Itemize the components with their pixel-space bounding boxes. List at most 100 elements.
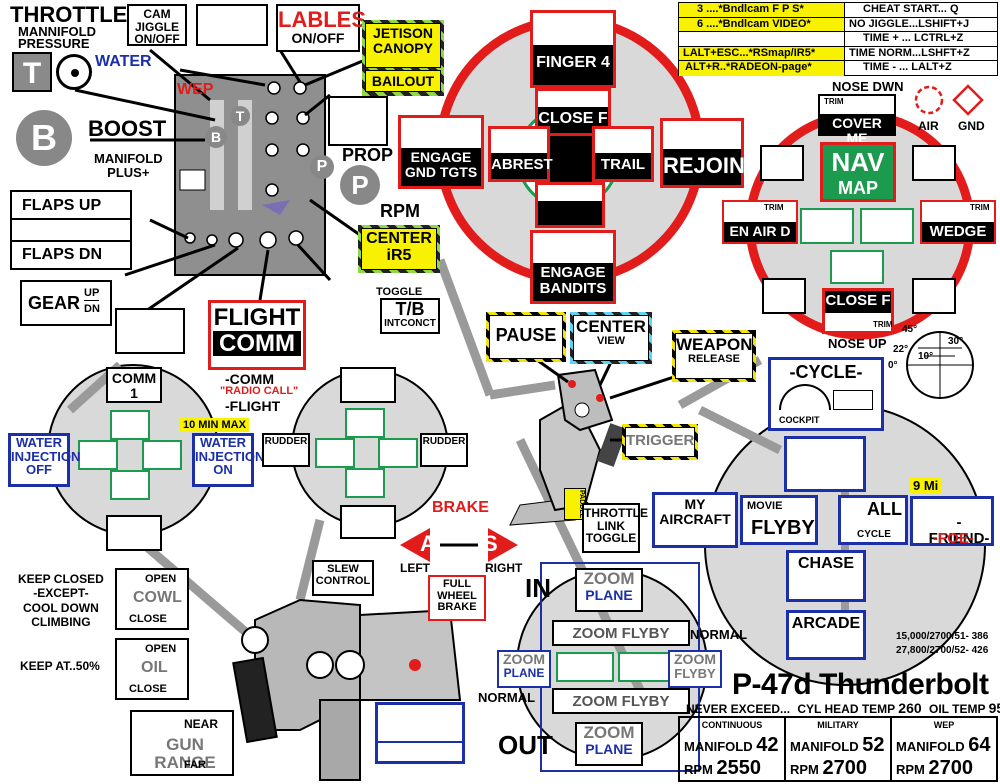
slew-control-box[interactable]: SLEW CONTROL	[312, 560, 374, 596]
comm-hat-down-label[interactable]	[106, 515, 162, 551]
cowl-box[interactable]: OPEN COWL CLOSE	[115, 568, 189, 630]
zoom-out-label: OUT	[498, 730, 553, 760]
zoom-green-left[interactable]	[556, 652, 614, 682]
zoom-plane-left-box[interactable]: ZOOM PLANE	[497, 650, 551, 688]
blank-box-1[interactable]	[196, 4, 268, 46]
radial-down-box[interactable]	[535, 182, 605, 228]
cycle-box[interactable]: -CYCLE- COCKPIT	[768, 357, 884, 431]
toggle-tb-box[interactable]: T/B INTCONCT	[380, 298, 440, 334]
cheat-row-2-right: NO JIGGLE...LSHIFT+J	[849, 17, 970, 30]
oil-box[interactable]: OPEN OIL CLOSE	[115, 638, 189, 700]
zoom-out-zoom: ZOOM	[583, 723, 635, 742]
comm-hat-up[interactable]	[110, 410, 150, 440]
cheat-row-1-right: CHEAT START... Q	[863, 3, 959, 15]
flight-comm-box[interactable]: FLIGHT COMM	[208, 300, 306, 370]
deg-10: 10°	[918, 351, 934, 362]
toggle-label: TOGGLE	[376, 286, 423, 298]
cheat-row-4-left: LALT+ESC...*RSmap/IR5*	[679, 46, 845, 61]
cover-me-box[interactable]: TRIM COVER ME	[818, 94, 896, 145]
oil-close: CLOSE	[129, 683, 167, 695]
cheat-row-4-right: TIME NORM...LSHFT+Z	[849, 46, 970, 59]
cockpit-icon	[779, 384, 831, 410]
spec-note-2: 27,800/2700/52- 426	[896, 645, 989, 656]
gun-range-box[interactable]: NEAR GUN RANGE FAR	[130, 710, 234, 776]
comm-hat-left[interactable]	[78, 440, 118, 470]
throttle-t-knob: T	[230, 106, 250, 126]
blank-box-2[interactable]	[328, 96, 388, 146]
my-aircraft-box[interactable]: MY AIRCRAFT	[652, 492, 738, 548]
comm-note-2: "RADIO CALL"	[220, 385, 299, 397]
movie-flyby-box[interactable]: MOVIE FLYBY	[740, 495, 818, 545]
nav-map-box[interactable]: NAV MAP	[820, 142, 896, 202]
wep-rpm-value: 2700	[928, 757, 974, 779]
cowl-open: OPEN	[145, 573, 177, 585]
zoom-flyby-right-box[interactable]: ZOOM FLYBY	[668, 650, 722, 688]
blank-box-3[interactable]	[115, 308, 185, 354]
rudder-hat-down-label[interactable]	[340, 505, 396, 539]
zoom-flyby-in-box[interactable]: ZOOM FLYBY	[552, 620, 690, 646]
flaps-dn[interactable]: FLAPS DN	[22, 246, 102, 263]
lables-box[interactable]: LABLES ON/OFF	[276, 4, 366, 52]
wedge-box[interactable]: TRIM WEDGE	[920, 200, 996, 244]
trim-green-left[interactable]	[800, 208, 854, 244]
comm1-box[interactable]: COMM 1	[106, 367, 162, 403]
close-f-trim-box[interactable]: CLOSE F TRIM	[822, 288, 894, 334]
gear-box[interactable]: GEAR UP DN	[20, 280, 112, 326]
flaps-up[interactable]: FLAPS UP	[12, 192, 130, 220]
full-wheel-brake-box[interactable]: FULL WHEEL BRAKE	[428, 575, 486, 621]
trim-down-left-box[interactable]	[762, 278, 806, 314]
center-ir5-box[interactable]: CENTER iR5	[358, 225, 440, 273]
rudder-right-box[interactable]: RUDDER	[420, 433, 468, 467]
flaps-box[interactable]: FLAPS UP FLAPS DN	[10, 190, 132, 270]
water-on-box[interactable]: WATER INJECTION ON	[192, 433, 264, 487]
engage-bandits-box[interactable]: ENGAGE BANDITS	[530, 230, 616, 304]
rudder-hat-up[interactable]	[345, 408, 385, 438]
trigger-box[interactable]: TRIGGER	[622, 424, 698, 460]
abrest-label: ABREST	[491, 153, 553, 179]
nose-dwn-label: NOSE DWN	[832, 79, 904, 94]
all-cycle-box[interactable]: ALL CYCLE	[838, 495, 908, 545]
view-hat-up[interactable]	[784, 436, 866, 492]
zoom-in-box[interactable]: ZOOM PLANE	[575, 568, 643, 612]
water-off-label: WATER INJECTION OFF	[11, 435, 81, 478]
pedal-box[interactable]	[375, 702, 465, 764]
friend-foe-box[interactable]: -FRIEND- -FOE-	[910, 496, 994, 546]
rudder-hat-up-label[interactable]	[340, 367, 396, 403]
jetison-canopy-box[interactable]: JETISON CANOPY BAILOUT	[362, 20, 444, 96]
trim-down-right-box[interactable]	[912, 278, 956, 314]
zoom-flyby-out-box[interactable]: ZOOM FLYBY	[552, 688, 690, 714]
throttle-link-box[interactable]: THROTTLE LINK TOGGLE	[582, 503, 648, 553]
trim-up-right-box[interactable]	[912, 145, 956, 181]
brake-a: A	[420, 531, 436, 556]
rpm-label: RPM	[380, 201, 420, 221]
rudder-left-box[interactable]: RUDDER	[262, 433, 310, 467]
trail-box[interactable]: TRAIL	[592, 126, 654, 182]
trim-tag-left: TRIM	[764, 203, 784, 212]
finger4-box[interactable]: FINGER 4	[530, 10, 616, 88]
all-cycle-label: CYCLE	[857, 529, 891, 540]
zoom-green-right[interactable]	[618, 652, 676, 682]
rudder-hat-left[interactable]	[315, 438, 355, 468]
abrest-box[interactable]: ABREST	[488, 126, 553, 182]
comm-hat-down[interactable]	[110, 470, 150, 500]
rudder-hat-right[interactable]	[378, 438, 418, 468]
trim-green-right[interactable]	[860, 208, 914, 244]
zoom-out-box[interactable]: ZOOM PLANE	[575, 722, 643, 766]
comm-hat-right[interactable]	[142, 440, 182, 470]
water-off-box[interactable]: WATER INJECTION OFF	[8, 433, 80, 487]
chase-box[interactable]: CHASE	[786, 550, 866, 602]
trim-green-down[interactable]	[830, 250, 884, 284]
pause-box[interactable]: PAUSE	[486, 312, 566, 362]
arcade-box[interactable]: ARCADE	[786, 610, 866, 660]
far-label: FAR	[184, 759, 206, 771]
rudder-hat-down[interactable]	[345, 468, 385, 498]
rejoin-box[interactable]: REJOIN	[660, 118, 745, 188]
cam-jiggle-box[interactable]: CAM JIGGLE ON/OFF	[127, 4, 187, 46]
trim-up-left-box[interactable]	[760, 145, 804, 181]
en-air-d-box[interactable]: TRIM EN AIR D	[722, 200, 798, 244]
trim-tag-right: TRIM	[970, 203, 990, 212]
finger4-label: FINGER 4	[533, 45, 613, 85]
engage-gnd-box[interactable]: ENGAGE GND TGTS	[398, 115, 484, 189]
